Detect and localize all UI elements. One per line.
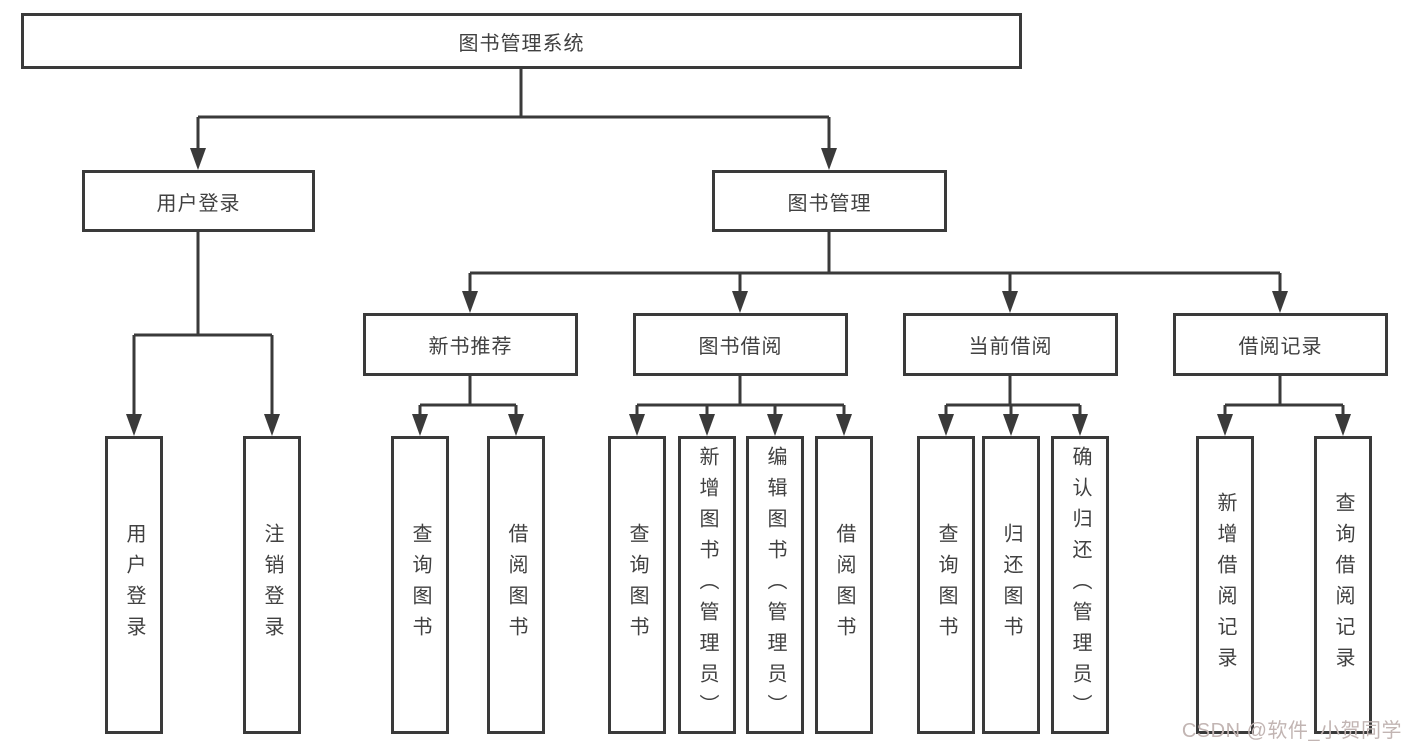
arrowhead [190, 148, 206, 170]
arrowhead [1072, 414, 1088, 436]
node-user-login: 用户登录 [82, 170, 315, 232]
arrowhead [767, 414, 783, 436]
arrowhead [1335, 414, 1351, 436]
arrowhead [126, 414, 142, 436]
node-new-book-recommend: 新书推荐 [363, 313, 578, 376]
arrowhead [1217, 414, 1233, 436]
node-book-management: 图书管理 [712, 170, 947, 232]
node-borrowing-records: 借阅记录 [1173, 313, 1388, 376]
node-leaf-query-books-recommend: 查询图书 [391, 436, 449, 734]
arrowhead [264, 414, 280, 436]
node-leaf-confirm-return-admin: 确认归还（管理员） [1051, 436, 1109, 734]
arrowhead [1003, 414, 1019, 436]
node-leaf-query-books-borrow: 查询图书 [608, 436, 666, 734]
node-book-borrowing: 图书借阅 [633, 313, 848, 376]
node-leaf-query-books-current: 查询图书 [917, 436, 975, 734]
node-leaf-borrow-books: 借阅图书 [815, 436, 873, 734]
arrowhead [699, 414, 715, 436]
connector-lines [132, 69, 1345, 416]
node-current-borrowing: 当前借阅 [903, 313, 1118, 376]
arrowhead [732, 291, 748, 313]
node-leaf-add-books-admin: 新增图书（管理员） [678, 436, 736, 734]
node-leaf-add-borrow-record: 新增借阅记录 [1196, 436, 1254, 734]
node-leaf-borrow-books-recommend: 借阅图书 [487, 436, 545, 734]
node-library-system: 图书管理系统 [21, 13, 1022, 69]
node-leaf-user-login: 用户登录 [105, 436, 163, 734]
node-leaf-edit-books-admin: 编辑图书（管理员） [746, 436, 804, 734]
arrowhead [821, 148, 837, 170]
arrowhead [629, 414, 645, 436]
node-leaf-logout: 注销登录 [243, 436, 301, 734]
arrowhead [836, 414, 852, 436]
arrowhead [412, 414, 428, 436]
arrowhead [1272, 291, 1288, 313]
arrowheads [126, 148, 1351, 436]
node-leaf-query-borrow-record: 查询借阅记录 [1314, 436, 1372, 734]
csdn-watermark: CSDN @软件_小贺同学 [1181, 720, 1402, 742]
arrowhead [1002, 291, 1018, 313]
arrowhead [462, 291, 478, 313]
arrowhead [508, 414, 524, 436]
node-leaf-return-books: 归还图书 [982, 436, 1040, 734]
arrowhead [938, 414, 954, 436]
